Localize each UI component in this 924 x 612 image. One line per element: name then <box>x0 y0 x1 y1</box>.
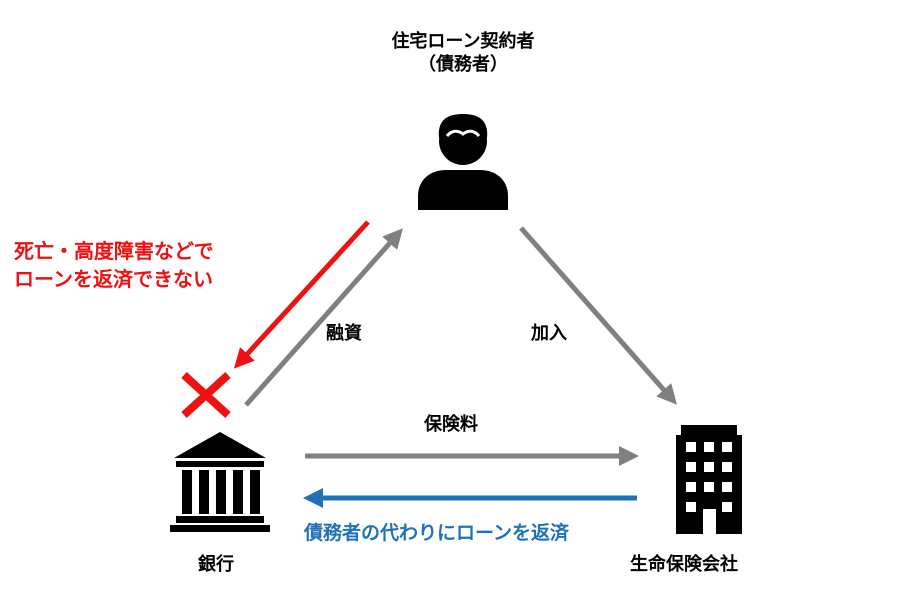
loan-label: 融資 <box>326 323 362 344</box>
person-icon <box>418 114 508 210</box>
bank-label: 銀行 <box>198 554 234 575</box>
failure-label-line1: 死亡・高度障害などで <box>14 239 214 263</box>
bank-icon <box>170 432 270 532</box>
repay-label: 債務者の代わりにローンを返済 <box>304 522 570 544</box>
failure-arrow <box>233 220 370 369</box>
enroll-arrow <box>519 226 677 405</box>
insurer-label: 生命保険会社 <box>630 554 738 575</box>
cross-mark-icon <box>181 372 231 418</box>
loan-arrow <box>244 228 403 407</box>
enroll-label: 加入 <box>531 323 567 344</box>
office-building-icon <box>676 425 742 534</box>
failure-label-line2: ローンを返済できない <box>14 267 213 291</box>
borrower-label-line1: 住宅ローン契約者 <box>391 31 535 52</box>
borrower-label-line2: （債務者） <box>418 54 508 76</box>
premium-label: 保険料 <box>424 414 478 435</box>
borrower-label: 住宅ローン契約者 （債務者） <box>363 30 563 77</box>
failure-label: 死亡・高度障害などで ローンを返済できない <box>14 237 214 293</box>
